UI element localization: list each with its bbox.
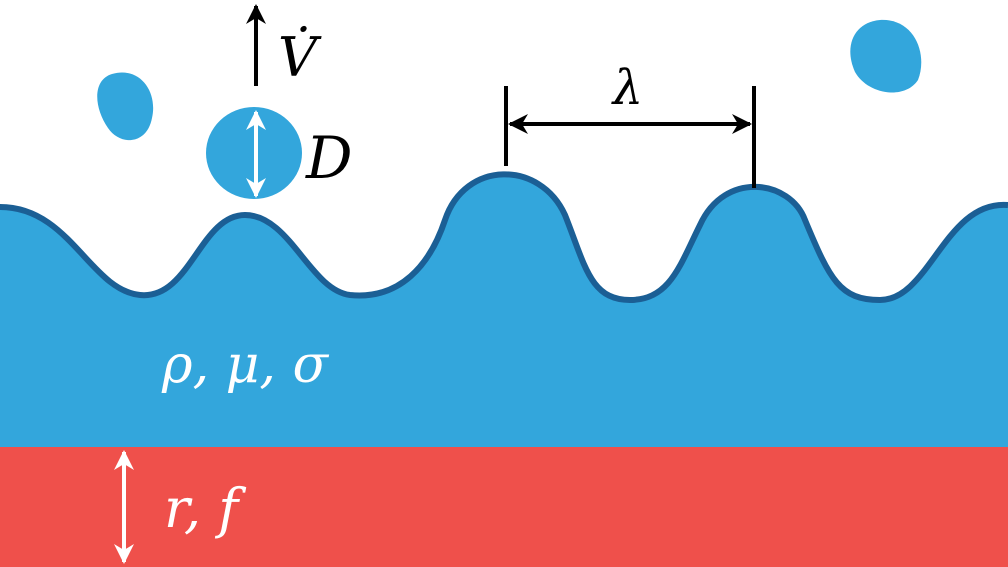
substrate-layer [0, 447, 1008, 567]
label-vibration-params: r, f [164, 477, 246, 540]
satellite-droplet-right [850, 19, 922, 93]
liquid-surface-outline [0, 171, 1008, 304]
label-liquid-properties: ρ, μ, σ [161, 335, 329, 395]
satellite-droplet-left [97, 72, 154, 141]
liquid-film [0, 174, 1008, 447]
label-volume-flow: V̇ [278, 25, 322, 89]
label-wavelength: λ [611, 60, 643, 116]
label-droplet-diameter: D [305, 124, 353, 192]
